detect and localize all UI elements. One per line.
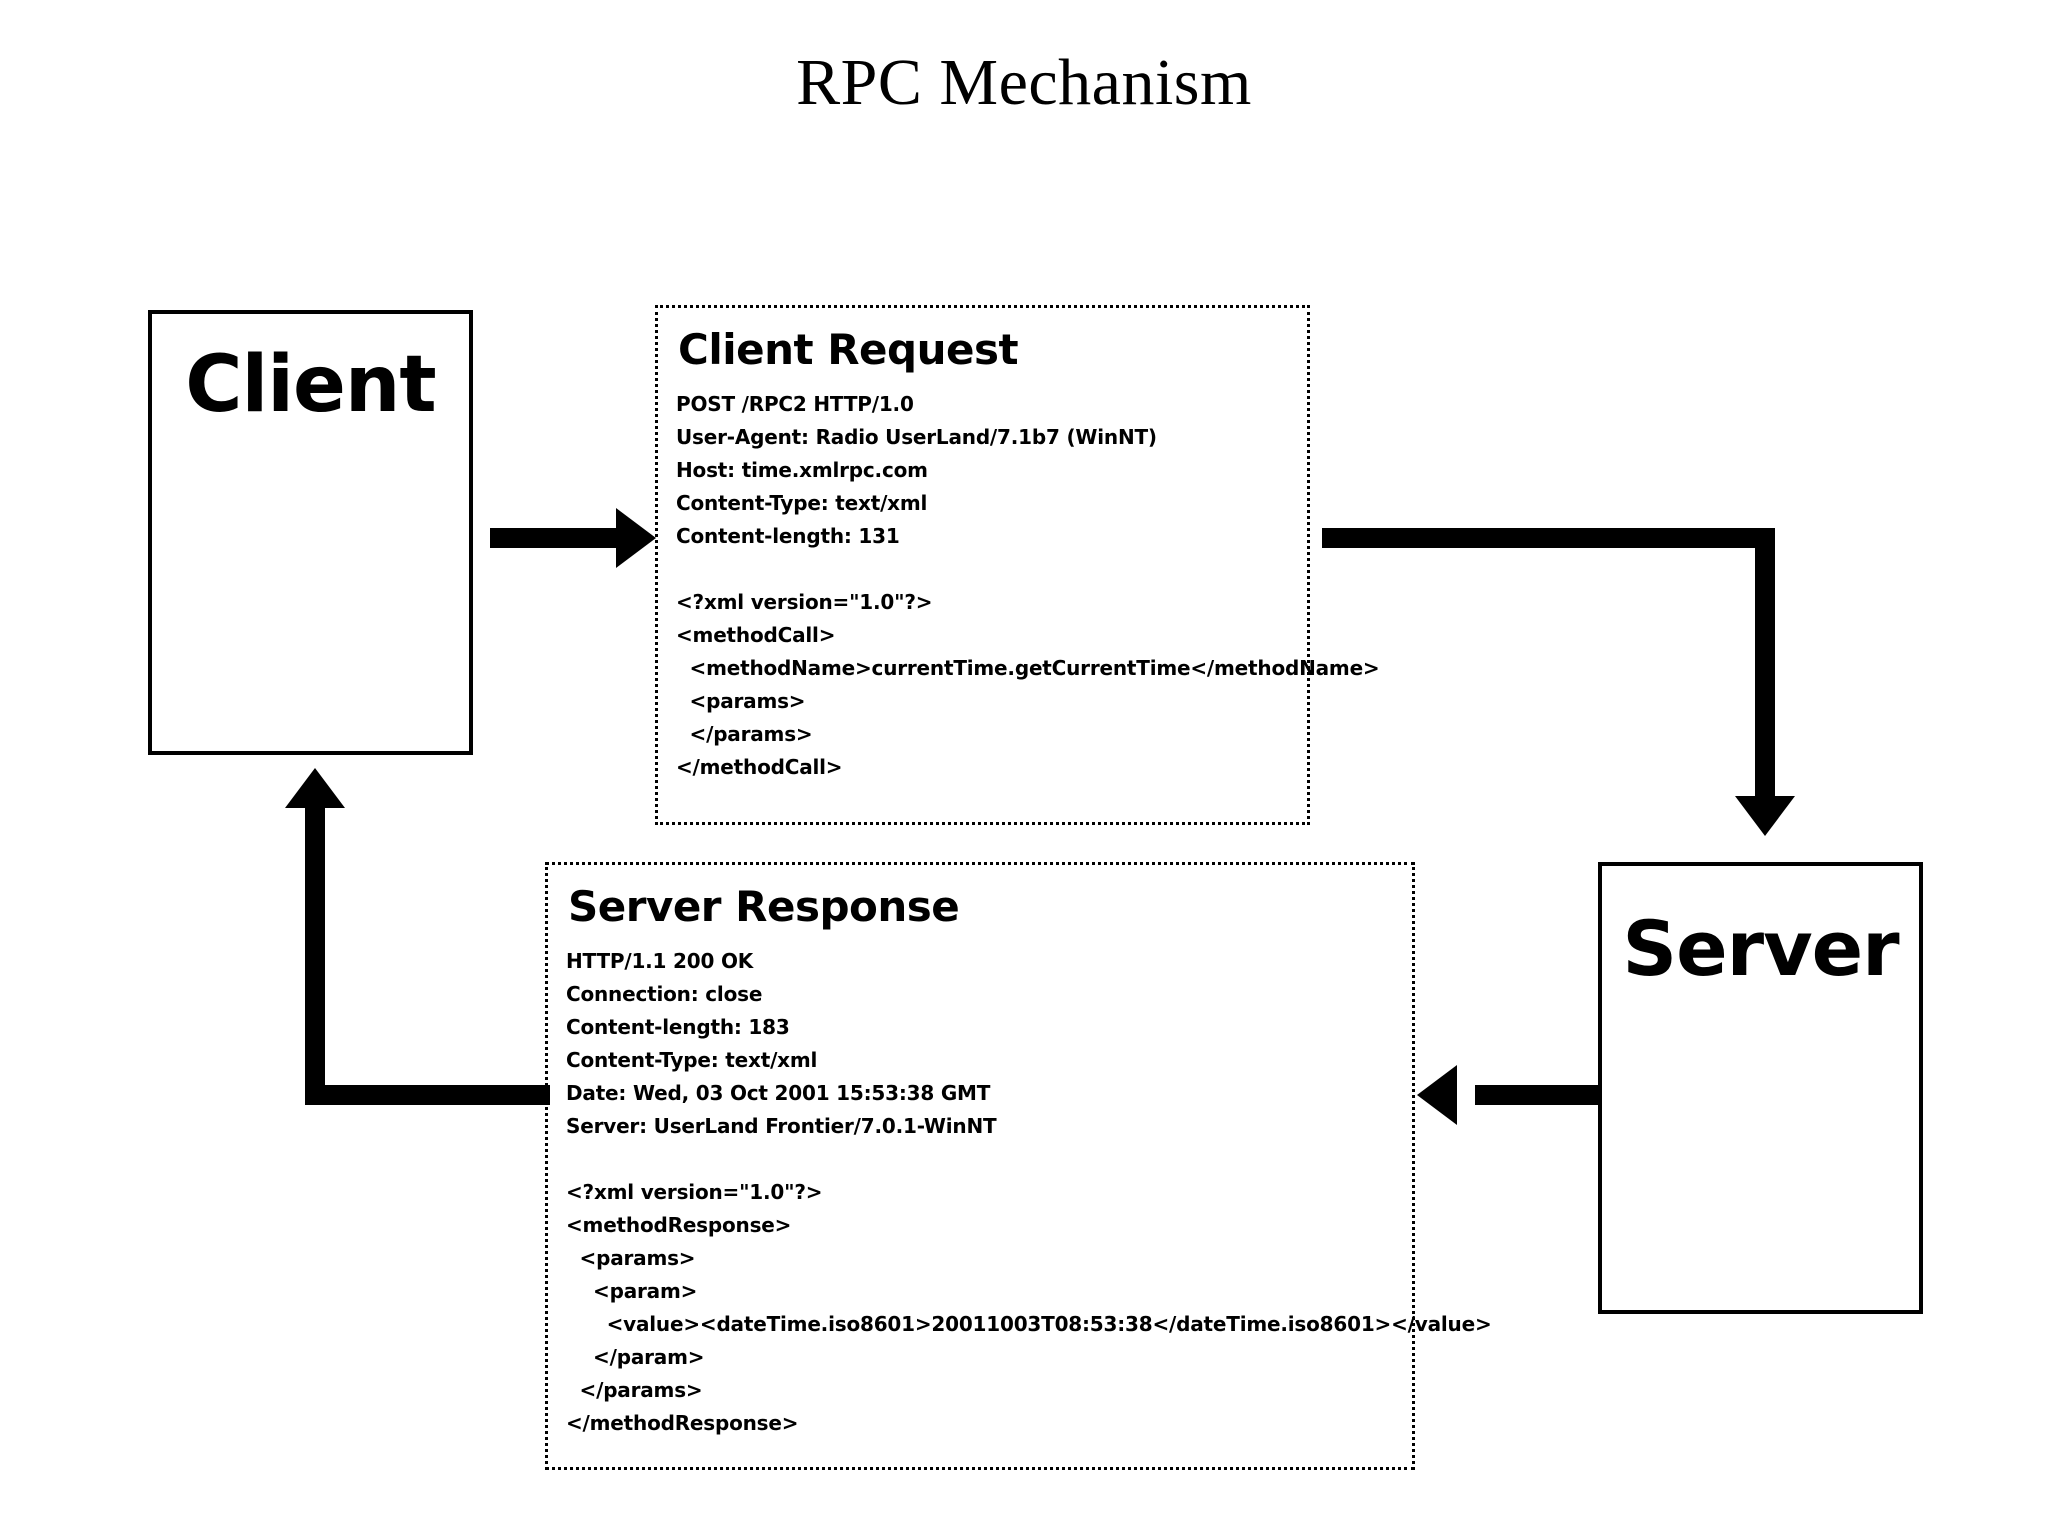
server-response-heading: Server Response [568, 882, 960, 931]
arrow-response-to-client-shaft-vertical [305, 805, 325, 1105]
arrow-request-to-server-head-icon [1735, 796, 1795, 836]
server-response-panel: Server Response HTTP/1.1 200 OK Connectio… [545, 862, 1492, 1470]
message-line: <methodResponse> [566, 1213, 792, 1237]
message-line: User-Agent: Radio UserLand/7.1b7 (WinNT) [676, 425, 1157, 449]
server-node-label: Server [1622, 904, 1899, 993]
message-line: <params> [566, 1246, 696, 1270]
message-line: HTTP/1.1 200 OK [566, 949, 754, 973]
message-line: Content-length: 183 [566, 1015, 790, 1039]
message-line: Server: UserLand Frontier/7.0.1-WinNT [566, 1114, 997, 1138]
message-line: Content-length: 131 [676, 524, 900, 548]
client-request-heading: Client Request [678, 325, 1019, 374]
client-node-label: Client [185, 340, 436, 430]
message-line: Date: Wed, 03 Oct 2001 15:53:38 GMT [566, 1081, 991, 1105]
server-node: Server [1598, 862, 1923, 1314]
message-line: Host: time.xmlrpc.com [676, 458, 928, 482]
page-title: RPC Mechanism [796, 46, 1252, 119]
arrow-client-to-request-shaft [490, 528, 620, 548]
message-line: <params> [676, 689, 806, 713]
message-line: </methodCall> [676, 755, 843, 779]
message-line: </methodResponse> [566, 1411, 799, 1435]
arrow-response-to-client-head-icon [285, 768, 345, 808]
message-line: Content-Type: text/xml [566, 1048, 818, 1072]
arrow-response-to-client-shaft-horizontal [305, 1085, 550, 1105]
message-line-blank [676, 553, 1289, 586]
message-line: <param> [566, 1279, 698, 1303]
message-line: <value><dateTime.iso8601>20011003T08:53:… [566, 1312, 1492, 1336]
message-line: </params> [566, 1378, 703, 1402]
message-line: </param> [566, 1345, 705, 1369]
arrow-server-to-response-shaft [1475, 1085, 1600, 1105]
message-line: Content-Type: text/xml [676, 491, 928, 515]
message-line: <?xml version="1.0"?> [676, 590, 933, 614]
message-line: <methodCall> [676, 623, 836, 647]
message-line: </params> [676, 722, 813, 746]
message-line: POST /RPC2 HTTP/1.0 [676, 392, 914, 416]
arrow-server-to-response-head-icon [1417, 1065, 1457, 1125]
message-line: <methodName>currentTime.getCurrentTime</… [676, 656, 1380, 680]
arrow-request-to-server-shaft-vertical [1755, 528, 1775, 800]
message-line: <?xml version="1.0"?> [566, 1180, 823, 1204]
client-node: Client [148, 310, 473, 755]
arrow-client-to-request-head-icon [616, 508, 656, 568]
message-line-blank [566, 1143, 1394, 1176]
message-line: Connection: close [566, 982, 763, 1006]
arrow-request-to-server-shaft-horizontal [1322, 528, 1765, 548]
